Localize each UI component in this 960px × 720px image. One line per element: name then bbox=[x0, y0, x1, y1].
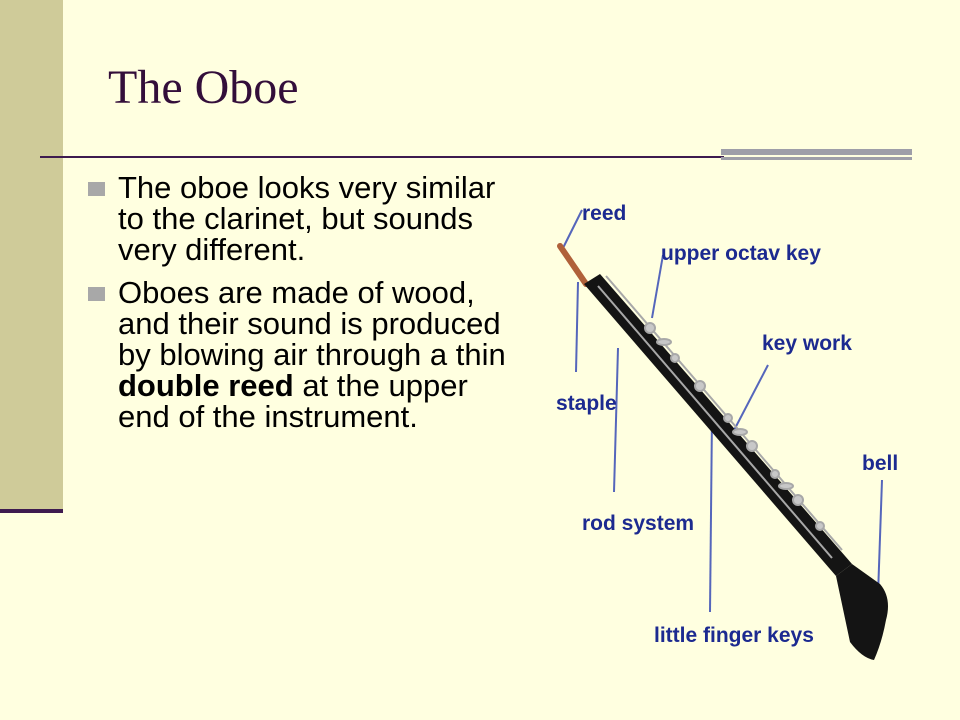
oboe-key bbox=[778, 482, 794, 490]
oboe-key bbox=[723, 413, 733, 423]
oboe-key bbox=[644, 322, 656, 334]
title-rule bbox=[40, 156, 724, 158]
leader-line-reed bbox=[561, 209, 583, 251]
leader-line-staple bbox=[575, 281, 579, 373]
bullet-square-icon bbox=[88, 287, 105, 301]
oboe-key bbox=[732, 428, 748, 436]
label-little-finger-keys: little finger keys bbox=[654, 624, 814, 647]
title-rule-accent bbox=[721, 149, 912, 155]
oboe-rod bbox=[597, 285, 833, 559]
bullet-square-icon bbox=[88, 182, 105, 196]
oboe-rod bbox=[605, 275, 843, 551]
leader-line-bell bbox=[877, 479, 883, 596]
label-reed: reed bbox=[582, 202, 626, 225]
oboe-diagram: reed upper octav key key work staple bel… bbox=[556, 202, 898, 660]
slide-title: The Oboe bbox=[108, 61, 299, 114]
sidebar-decoration bbox=[0, 0, 63, 512]
bullet-list: The oboe looks very similar to the clari… bbox=[88, 172, 528, 444]
bullet-text-part: Oboes are made of wood, and their sound … bbox=[118, 275, 506, 372]
leader-line-upper-octave-key bbox=[651, 254, 664, 319]
oboe-key bbox=[670, 353, 680, 363]
bullet-item: The oboe looks very similar to the clari… bbox=[88, 172, 528, 265]
sidebar-accent-line bbox=[0, 509, 63, 513]
oboe-key bbox=[792, 494, 804, 506]
oboe-bell bbox=[836, 564, 888, 660]
oboe-key bbox=[746, 440, 758, 452]
oboe-key bbox=[694, 380, 706, 392]
oboe-key bbox=[815, 521, 825, 531]
oboe-key bbox=[656, 338, 672, 346]
bullet-text-part: at the upper end of the instrument. bbox=[118, 368, 468, 434]
leader-line-little-finger-keys bbox=[709, 415, 713, 613]
bullet-bold-term: double reed bbox=[118, 368, 294, 403]
label-bell: bell bbox=[862, 452, 898, 475]
bullet-item: Oboes are made of wood, and their sound … bbox=[88, 277, 528, 432]
label-staple: staple bbox=[556, 392, 617, 415]
leader-line-rod-system bbox=[613, 347, 619, 493]
bullet-text: The oboe looks very similar to the clari… bbox=[118, 170, 496, 267]
title-rule-accent-thin bbox=[721, 157, 912, 160]
oboe-key bbox=[770, 469, 780, 479]
label-key-work: key work bbox=[762, 332, 852, 355]
oboe-reed bbox=[557, 243, 589, 287]
label-rod-system: rod system bbox=[582, 512, 694, 535]
label-upper-octave-key: upper octav key bbox=[661, 242, 821, 265]
